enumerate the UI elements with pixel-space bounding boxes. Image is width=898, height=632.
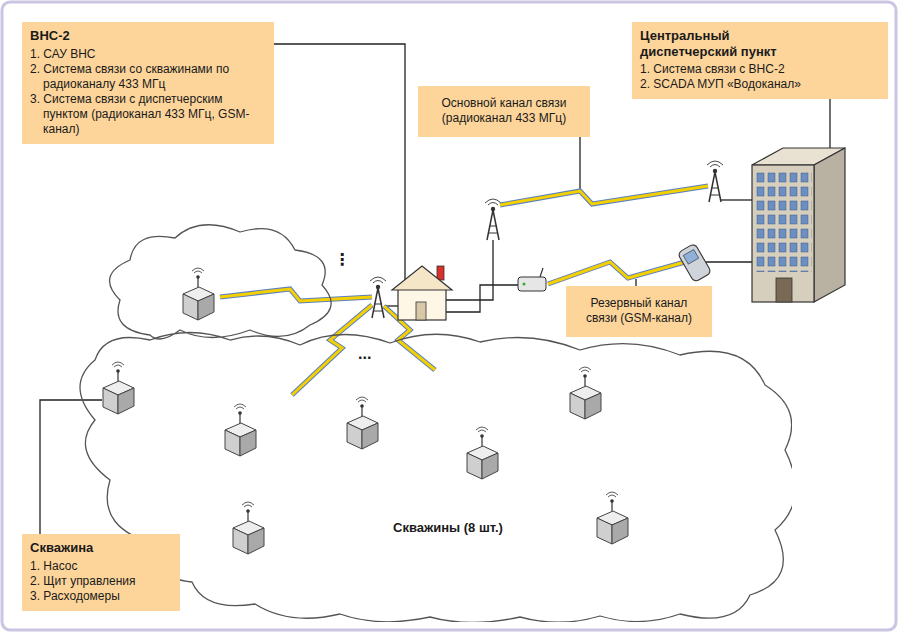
pump-station-house (392, 266, 452, 290)
radio-link (548, 262, 685, 284)
ellipsis-mark: ... (358, 346, 371, 362)
dispatch-building (752, 148, 845, 302)
gsm-phone (683, 249, 698, 264)
ellipsis-mark: ⋮ (334, 252, 350, 268)
radio-link (220, 289, 372, 301)
well-group (225, 404, 256, 456)
pump-station-house (416, 302, 426, 320)
radio-link (500, 186, 708, 205)
well-group (103, 362, 134, 414)
channel-label: Резервный канал связи (GSM-канал) (574, 292, 704, 330)
box-heading: ВНС-2 (30, 28, 266, 44)
well-group (103, 268, 628, 554)
info-box: ВНС-2 1. САУ ВНС2. Система связи со скваж… (22, 22, 274, 144)
list-item: 1. Система связи с ВНС-2 (640, 62, 880, 77)
leader-line (706, 261, 752, 262)
well-group (597, 492, 628, 544)
list-item: 2. Система связи со скважинами по радиок… (30, 62, 266, 92)
info-box: Скважина 1. Насос2. Щит управления3. Расх… (22, 534, 180, 611)
radio-link (500, 186, 708, 205)
channel-label-box: Резервный канал связи (GSM-канал) (566, 286, 712, 337)
gsm-modem (518, 277, 546, 291)
radio-link (292, 305, 372, 395)
radio-link (220, 289, 372, 301)
leader-line (446, 240, 493, 300)
info-box: Центральный диспетчерский пункт 1. Систем… (632, 22, 888, 99)
well-group (347, 397, 378, 449)
well-group (233, 502, 264, 554)
pump-station-house (392, 266, 452, 320)
well-group (183, 268, 214, 320)
leader-line (721, 199, 752, 200)
well-group (467, 427, 498, 479)
pump-station-house (437, 266, 444, 280)
leader-line (40, 400, 102, 536)
dispatch-building (814, 148, 845, 302)
radio-tower (370, 277, 386, 318)
gsm-phone (677, 243, 711, 282)
dispatch-building (754, 170, 812, 272)
pump-station-house (398, 288, 446, 320)
leader-line (270, 44, 405, 280)
dispatch-building (776, 278, 792, 302)
list-item: 1. Насос (30, 559, 172, 574)
list-item: 2. Щит управления (30, 574, 172, 589)
box-heading: Центральный диспетчерский пункт (640, 28, 790, 59)
list-item: 1. САУ ВНС (30, 47, 266, 62)
channel-label: Основной канал связи (радиоканал 433 МГц… (426, 92, 582, 130)
radio-tower (707, 161, 723, 202)
list-item: 2. SCADA МУП «Водоканал» (640, 77, 880, 92)
dispatch-building (752, 165, 814, 302)
list-item: 3. Система связи с диспетчерским пунктом… (30, 92, 266, 137)
list-item: 3. Расходомеры (30, 589, 172, 604)
cloud-outline (80, 225, 792, 622)
gsm-modem (540, 268, 543, 277)
leader-line (446, 285, 518, 312)
cloud-caption: Скважины (8 шт.) (388, 520, 508, 536)
channel-label-box: Основной канал связи (радиоканал 433 МГц… (418, 86, 590, 137)
radio-link (292, 305, 372, 395)
gsm-modem (518, 268, 546, 291)
gsm-modem (523, 283, 526, 286)
radio-tower (485, 199, 501, 240)
well-group (570, 367, 601, 419)
gsm-phone (677, 243, 711, 282)
radio-link (548, 262, 685, 284)
box-heading: Скважина (30, 540, 172, 556)
leader-line (829, 90, 830, 156)
